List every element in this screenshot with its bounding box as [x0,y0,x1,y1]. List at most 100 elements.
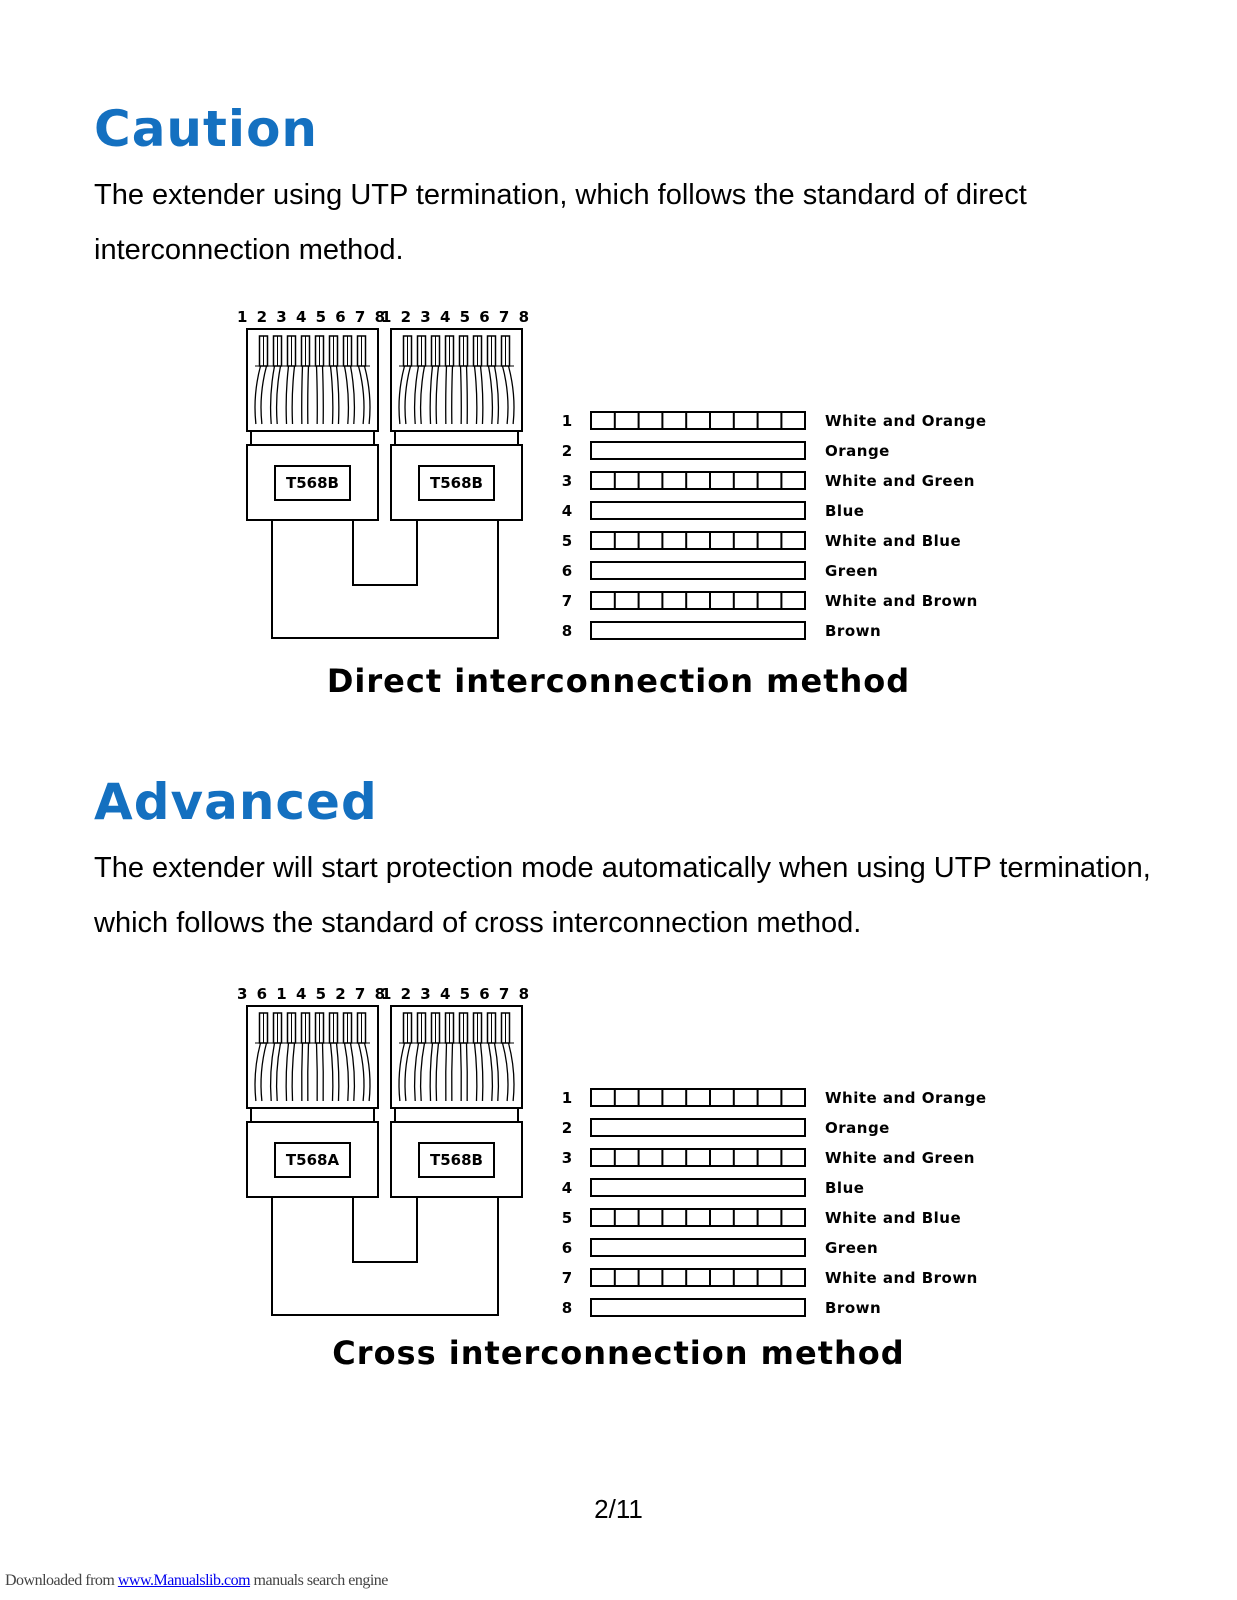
left-wire-bend [357,365,365,425]
wire-bar [590,501,806,520]
left-standard-label: T568A [286,1151,340,1169]
left-wire-bend [315,365,318,425]
right-wire-bend [419,365,426,425]
left-wire-bend [335,365,340,425]
wire-bar [590,411,806,430]
left-wire-bend [335,1042,340,1102]
left-wire-bend [363,365,371,425]
right-pin-order: 1 2 3 4 5 6 7 8 [381,308,531,326]
wire-bar [590,1118,806,1137]
left-wire-bend [291,365,296,425]
right-standard-label: T568B [430,1151,483,1169]
right-wire-bend [459,1042,462,1102]
right-wire-bend [445,365,448,425]
wire-bar [590,1088,806,1107]
footer: Downloaded from www.Manualslib.com manua… [5,1572,388,1590]
wire-color-name: White and Orange [825,412,987,430]
left-wire-bend [321,365,324,425]
right-plug-neck [394,430,519,446]
wire-pin-number: 5 [562,1209,572,1227]
direct-interconnection-caption: Direct interconnection method [326,662,911,700]
caution-heading: Caution [94,100,319,158]
right-wire-bend [493,1042,500,1102]
wire-bar [590,531,806,550]
right-wire-bend [419,1042,426,1102]
footer-prefix: Downloaded from [5,1572,118,1589]
right-wire-bend [404,365,412,425]
left-wire-bend [329,365,334,425]
right-standard-label: T568B [430,474,483,492]
left-pin-order: 1 2 3 4 5 6 7 8 [237,308,387,326]
wire-bar [590,1178,806,1197]
wire-bar [590,1208,806,1227]
wire-color-name: White and Green [825,472,975,490]
left-wire-bend [357,1042,365,1102]
right-wire-bend [473,365,478,425]
wire-pin-number: 7 [562,592,572,610]
wire-pin-number: 2 [562,442,572,460]
wire-row: 8 Brown [562,621,881,640]
right-standard-box [418,1142,495,1178]
wire-pin-number: 8 [562,622,572,640]
right-wire-bend [451,365,454,425]
left-wire-bend [269,365,276,425]
right-wire-bend [493,365,500,425]
wire-pin-number: 6 [562,1239,572,1257]
left-wire-bend [285,1042,290,1102]
left-standard-box [274,1142,351,1178]
cable-inner [352,520,418,586]
wire-color-name: Orange [825,1119,890,1137]
wire-color-name: Blue [825,1179,864,1197]
right-connector: 1 2 3 4 5 6 7 8 T568B [381,308,531,521]
right-wire-bend [398,1042,406,1102]
wire-color-name: White and Blue [825,1209,961,1227]
right-plug-neck [394,1107,519,1123]
wire-color-name: Brown [825,1299,881,1317]
left-wire-bend [343,365,350,425]
left-wire-bend [321,1042,324,1102]
wire-color-name: White and Brown [825,592,978,610]
wire-color-name: Brown [825,622,881,640]
wire-bar [590,1268,806,1287]
manualslib-link[interactable]: www.Manualslib.com [117,1572,251,1589]
wire-bar [590,471,806,490]
left-plug-neck [250,1107,375,1123]
left-plug-neck [250,430,375,446]
left-wire-bend [301,1042,304,1102]
wire-row: 7 White and Brown [562,591,978,610]
right-wire-bend [413,1042,420,1102]
cable-outer [271,520,499,639]
right-wire-bend [479,365,484,425]
wire-row: 5 White and Blue [562,1208,961,1227]
left-wire-bend [285,365,290,425]
left-wire-bend [275,1042,282,1102]
wire-pin-number: 3 [562,1149,572,1167]
wire-bar [590,591,806,610]
left-wire-bend [260,365,268,425]
wire-color-name: White and Green [825,1149,975,1167]
wire-pin-number: 6 [562,562,572,580]
wire-bar [590,561,806,580]
right-wire-bend [487,1042,494,1102]
page-number: 2/11 [594,1494,643,1524]
wire-bar [590,441,806,460]
wire-color-name: White and Orange [825,1089,987,1107]
left-wire-bend [260,1042,268,1102]
cable-inner [352,1197,418,1263]
wire-pin-number: 4 [562,502,572,520]
cable-outer [271,1197,499,1316]
wire-bar [590,1148,806,1167]
left-wire-bend [254,1042,262,1102]
left-wire-bend [275,365,282,425]
